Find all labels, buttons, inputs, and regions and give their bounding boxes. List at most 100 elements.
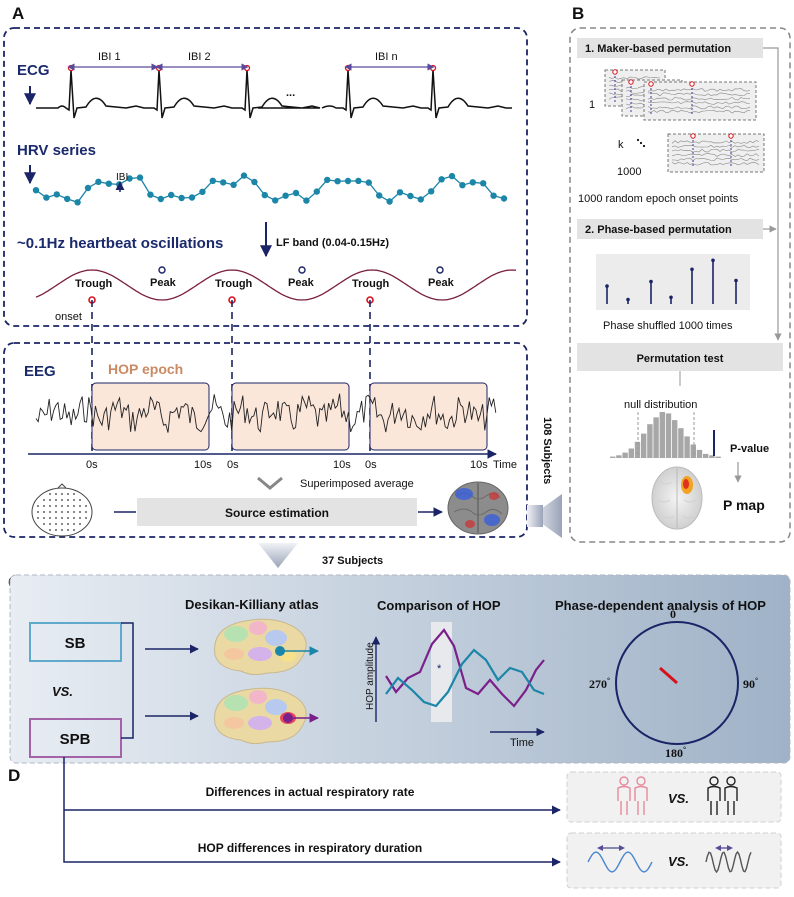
hrv-point-35 <box>386 198 393 205</box>
hrv-label: HRV series <box>17 142 96 159</box>
hop-amplitude-label: HOP amplitude <box>365 642 376 710</box>
phase-bar-tip-2 <box>626 297 630 302</box>
null-bin-16 <box>703 453 709 458</box>
people-black-icon <box>707 776 738 815</box>
r-peak-3 <box>243 64 251 72</box>
peak-marker-3 <box>436 266 444 274</box>
null-bin-17 <box>709 455 715 458</box>
perm-index-1000: 1000 <box>617 166 641 178</box>
epoch-stack <box>643 81 757 121</box>
trough-label-1: Trough <box>75 278 113 290</box>
source-estimation-label: Source estimation <box>225 506 329 520</box>
a-to-b-arrow-stem <box>527 505 543 527</box>
hrv-point-39 <box>428 188 435 195</box>
hrv-point-3 <box>53 191 60 198</box>
step1-to-test-line <box>763 47 782 341</box>
null-bin-1 <box>610 456 616 458</box>
peak-label-3: Peak <box>428 277 455 289</box>
hrv-point-23 <box>261 191 268 199</box>
comparison-title: Comparison of HOP <box>377 598 501 613</box>
deg-90-label: 90° <box>743 676 758 691</box>
hrv-point-11 <box>136 174 144 181</box>
significant-window <box>431 622 452 722</box>
significance-star: * <box>437 663 442 675</box>
perm-index-k: k <box>618 139 624 151</box>
r-peak-2 <box>155 64 163 72</box>
row2-arrow <box>63 757 561 867</box>
hrv-point-43 <box>469 179 476 186</box>
phase-bar-tip-3 <box>649 279 653 284</box>
ibi-2-label: IBI 2 <box>188 51 211 63</box>
ibi-1-label: IBI 1 <box>98 51 121 63</box>
epoch-stacks <box>604 69 765 173</box>
hop-epoch-label: HOP epoch <box>108 361 183 377</box>
atlas-brain-bottom-icon <box>214 687 307 745</box>
row2-vs: VS. <box>668 854 689 869</box>
ecg-label: ECG <box>17 62 50 79</box>
hrv-point-41 <box>448 172 456 180</box>
hrv-point-19 <box>220 179 227 186</box>
trough-label-3: Trough <box>352 278 390 290</box>
epoch-1-end: 10s <box>194 459 212 471</box>
panel-d-letter: D <box>8 766 20 785</box>
hrv-point-28 <box>313 188 320 195</box>
permutation-test-box <box>577 343 783 371</box>
phase-bar-tip-4 <box>669 295 673 300</box>
peak-marker-2 <box>298 266 306 274</box>
hrv-point-16 <box>188 194 196 201</box>
atlas-title: Desikan-Killiany atlas <box>185 597 319 612</box>
source-brain-icon <box>447 481 509 535</box>
phase-circle <box>615 621 739 745</box>
hrv-point-1 <box>32 187 40 194</box>
hop-time-label: Time <box>510 737 534 749</box>
panel-b-box <box>569 27 791 543</box>
row1-label: Differences in actual respiratory rate <box>206 785 415 799</box>
shuffled-label: Phase shuffled 1000 times <box>603 320 733 332</box>
oscillation-label: ~0.1Hz heartbeat oscillations <box>17 235 223 252</box>
hrv-point-34 <box>376 192 383 199</box>
null-bin-7 <box>647 424 653 458</box>
null-bin-2 <box>616 455 622 458</box>
step1-box <box>577 38 763 58</box>
people-pink-icon <box>617 776 648 815</box>
null-bin-11 <box>672 420 678 458</box>
sb-box <box>29 622 122 662</box>
panel-b-letter: B <box>572 4 584 23</box>
hrv-point-21 <box>240 172 248 179</box>
epoch-stack <box>667 133 765 173</box>
subjects-108-label: 108 Subjects <box>541 417 553 484</box>
p-map-label: P map <box>723 497 765 513</box>
null-histogram <box>610 412 721 458</box>
hrv-point-12 <box>147 191 154 198</box>
epoch-2-end: 10s <box>333 459 351 471</box>
source-estimation-box <box>137 498 417 526</box>
onset-label: onset <box>55 311 82 323</box>
hrv-point-40 <box>438 176 445 183</box>
null-bin-15 <box>696 449 703 458</box>
step2-box <box>577 219 763 239</box>
hrv-point-46 <box>500 195 508 202</box>
peak-label-1: Peak <box>150 277 177 289</box>
row1-vs: VS. <box>668 791 689 806</box>
hrv-point-17 <box>199 188 206 195</box>
onset-points-label: 1000 random epoch onset points <box>578 193 739 205</box>
hrv-point-10 <box>126 175 133 182</box>
null-bin-9 <box>659 412 665 458</box>
ecg-ellipsis: ... <box>286 87 295 99</box>
epoch-3-end: 10s <box>470 459 488 471</box>
a-to-b-arrow <box>531 494 562 538</box>
null-bin-12 <box>678 428 684 458</box>
hop-sb-curve <box>385 648 545 708</box>
hrv-point-37 <box>407 192 414 200</box>
sb-label: SB <box>65 635 86 652</box>
hrv-point-18 <box>209 177 216 184</box>
time-axis-label: Time <box>493 459 517 471</box>
peak-label-2: Peak <box>288 277 315 289</box>
hrv-ibi-label: IBI <box>116 172 128 183</box>
deg-270-label: 270° <box>589 676 610 691</box>
hrv-point-8 <box>105 180 113 187</box>
hop-epoch-1 <box>91 382 210 451</box>
chevron-down-icon <box>257 476 283 490</box>
panel-c-box <box>9 574 791 764</box>
